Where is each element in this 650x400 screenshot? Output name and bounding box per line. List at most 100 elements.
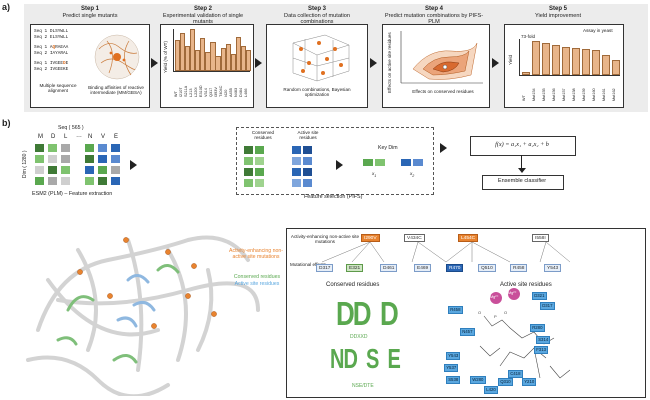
matrix-cell <box>47 176 58 186</box>
step1-subtitle: Predict single mutants <box>62 12 118 19</box>
key-dim-cell-2 <box>374 158 386 167</box>
binding-caption: Binding affinities of reactive intermedi… <box>88 85 144 96</box>
effect-chip-7: R458 <box>510 264 528 272</box>
matrix-cell <box>97 143 108 153</box>
bar <box>240 46 246 71</box>
key-dim-label: Key Dim <box>378 145 398 151</box>
x1-label: x1 <box>372 171 377 178</box>
extraction-caption: ESM2 (PLM) – Feature extraction <box>32 191 113 197</box>
step5-fold: 73-fold <box>521 34 536 39</box>
x1-var: x <box>372 171 375 176</box>
active-residue-13: Q310 <box>498 378 513 386</box>
x-tick-label: Mut154 <box>532 88 536 101</box>
msa-seq-text: ELSYWL <box>49 35 66 40</box>
bar <box>210 42 216 71</box>
msa-seq-name: Seq 1 <box>34 29 50 34</box>
selected-feature-cell <box>291 156 302 166</box>
matrix-cell <box>34 143 45 153</box>
panel-d-box <box>286 228 646 398</box>
effect-chip-8: Y543 <box>544 264 562 272</box>
bar <box>235 36 241 71</box>
selected-feature-cell <box>254 167 265 177</box>
formula-box <box>470 136 576 156</box>
step5-note: Assay in yeast <box>583 28 613 33</box>
matrix-cell <box>47 143 58 153</box>
step3-heading: Step 3 <box>307 6 326 12</box>
selected-feature-cell <box>254 178 265 188</box>
active-residue-11: W280 <box>470 376 486 384</box>
bar <box>200 38 206 71</box>
arrow-3-4 <box>370 58 377 68</box>
selected-feature-cell <box>254 145 265 155</box>
motif2-caption: NSE/DTE <box>352 383 374 389</box>
step2-plot <box>173 28 252 72</box>
matrix-cell <box>34 154 45 164</box>
residue-letter: M <box>38 134 43 140</box>
x-tick-label: E310D <box>198 85 203 97</box>
selected-feature-cell <box>254 156 265 166</box>
bar <box>551 44 561 75</box>
residue-letter: V <box>101 134 106 140</box>
msa-seq-text: IVGEEK <box>49 67 66 72</box>
x-tick-label: WT <box>522 95 526 101</box>
bar <box>591 50 601 75</box>
bar <box>230 53 236 71</box>
selected-feature-cell <box>291 145 302 155</box>
step4-subtitle: Predict mutation combinations by PIFS-PL… <box>384 12 484 26</box>
selected-feature-cell <box>243 178 254 188</box>
mg-label-1: Mg²⁺ <box>490 295 499 299</box>
bar <box>180 32 186 71</box>
step3-title: Step 3 Data collection of mutation combi… <box>272 6 362 26</box>
svg-text:P: P <box>494 314 497 319</box>
effect-chip-4: E469 <box>414 264 432 272</box>
embedding-matrix <box>34 143 126 187</box>
x-tick-label: Mut162 <box>612 88 616 101</box>
active-residue-7: N457 <box>460 328 475 336</box>
step2-subtitle: Experimental validation of single mutant… <box>162 12 244 26</box>
bar <box>541 43 551 75</box>
msa-seq-name: Seq 2 <box>34 51 50 56</box>
x-tick-label: T404C <box>219 85 224 97</box>
dim-label: Dim ( 1280 ) <box>22 150 28 178</box>
x-tick-label: L220I <box>193 87 198 97</box>
mutations-header: Activity-enhancing non-active site mutat… <box>290 234 360 245</box>
x-tick-label: V314 <box>203 88 208 97</box>
x-tick-label: Mut158 <box>572 88 576 101</box>
msa-seq-text: A <box>49 45 53 50</box>
arrow-4-5 <box>492 58 499 68</box>
msa-row: Seq 2 IVGEEKE <box>34 67 68 73</box>
x-tick-label: I393V <box>214 87 219 97</box>
selected-feature-cell <box>243 156 254 166</box>
formula-arrow-head <box>518 168 526 173</box>
motif1-caption: DDXXD <box>350 334 368 340</box>
matrix-cell <box>97 176 108 186</box>
residue-letter: E <box>114 134 119 140</box>
msa-seq-name: Seq 1 <box>34 45 50 50</box>
msa-row: Seq 2 ELSYWLL <box>34 35 68 41</box>
x2-var: x <box>410 171 413 176</box>
matrix-cell <box>84 176 95 186</box>
seq-length-label: Seq ( 565 ) <box>58 125 84 131</box>
effect-chip-3: D461 <box>380 264 398 272</box>
x-tick-label: N463 <box>234 87 239 97</box>
step4-xlabel: Effects on conserved residues <box>412 89 474 94</box>
key-dim-cell-4 <box>412 158 424 167</box>
selected-feature-cell <box>291 167 302 177</box>
matrix-cell <box>97 154 108 164</box>
active-residue-15: L420 <box>484 386 498 394</box>
residue-letter: D <box>51 134 56 140</box>
bar <box>245 49 252 71</box>
effect-chip-5: R470 <box>446 264 464 272</box>
active-residue-14: Y210 <box>522 378 537 386</box>
msa-mutation: Q <box>52 45 56 50</box>
step2-heading: Step 2 <box>193 6 212 12</box>
x-tick-label: Mut156 <box>552 88 556 101</box>
matrix-cell <box>110 165 121 175</box>
matrix-cell <box>84 154 95 164</box>
effects-label: Mutational effects <box>290 262 326 267</box>
bar <box>611 60 621 75</box>
bar <box>225 44 231 71</box>
